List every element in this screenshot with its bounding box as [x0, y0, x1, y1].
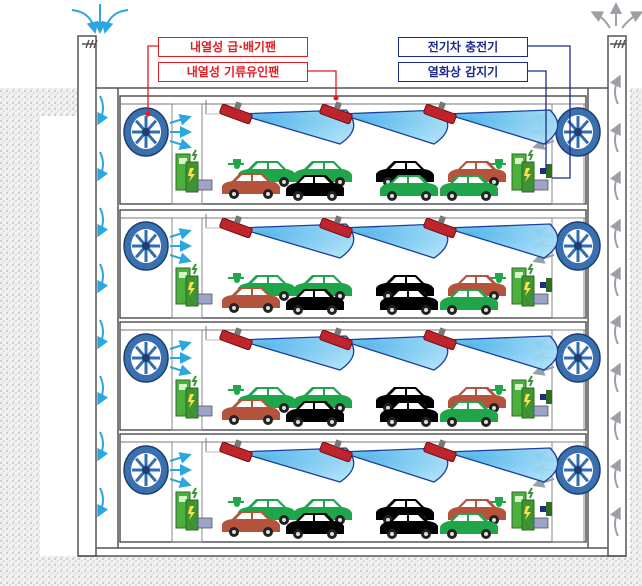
airflow-arrow-icon — [609, 506, 621, 537]
callout-leaders — [145, 45, 571, 179]
intake-vent — [82, 39, 98, 49]
jet-fan-icon — [423, 215, 457, 239]
airflow-cone — [445, 223, 559, 259]
airflow-arrow-icon — [97, 95, 109, 126]
ev-charger-icon — [511, 375, 549, 419]
airflow-arrow-icon — [97, 431, 109, 462]
airflow-arrow-icon — [609, 266, 621, 297]
floors — [119, 95, 601, 543]
jet-fan-icon — [423, 327, 457, 351]
airflow-arrow-icon — [609, 74, 621, 105]
ev-charger-icon — [511, 263, 549, 307]
plug-icon — [490, 273, 506, 283]
exhaust-fan-icon — [123, 333, 192, 383]
car-icon — [286, 513, 344, 539]
car-icon — [380, 289, 438, 315]
airflow-arrow-icon — [97, 263, 109, 294]
airflow-cone — [237, 335, 355, 371]
airflow-arrow-icon — [609, 410, 621, 441]
airflow-arrow-icon — [609, 170, 621, 201]
airflow-arrow-icon — [590, 2, 642, 29]
label-ev-charger: 전기차 충전기 — [398, 37, 528, 57]
airflow-cone — [445, 447, 559, 483]
airflow-cone — [445, 109, 559, 145]
floor-2 — [119, 209, 601, 319]
label-exhaust-fan: 내열성 급·배기팬 — [158, 37, 308, 57]
airflow-cone — [445, 335, 559, 371]
exhaust-vent — [610, 39, 626, 49]
jet-fan-icon — [319, 101, 353, 125]
ev-charger-icon — [175, 375, 213, 419]
ev-charger-icon — [511, 487, 549, 531]
jet-fan-icon — [219, 101, 253, 125]
exhaust-airflow — [609, 74, 621, 537]
car-icon — [222, 173, 280, 199]
plug-icon — [228, 497, 244, 507]
exhaust-fan-icon — [532, 221, 601, 271]
exhaust-fan-icon — [123, 221, 192, 271]
airflow-arrow-icon — [609, 314, 621, 345]
heat-sensor-icon — [540, 278, 552, 292]
floor-3 — [119, 321, 601, 431]
airflow-cone — [237, 447, 355, 483]
car-icon — [222, 287, 280, 313]
ev-charger-icon — [175, 487, 213, 531]
label-jet-fan: 내열성 기류유인팬 — [158, 62, 308, 82]
car-icon — [286, 289, 344, 315]
ev-charger-icon — [175, 263, 213, 307]
jet-fan-icon — [219, 215, 253, 239]
jet-fan-icon — [319, 215, 353, 239]
airflow-arrow-icon — [71, 4, 129, 34]
heat-sensor-icon — [540, 390, 552, 404]
airflow-arrow-icon — [97, 375, 109, 406]
airflow-cone — [237, 223, 355, 259]
jet-fan-icon — [219, 439, 253, 463]
exhaust-fan-icon — [123, 107, 192, 157]
plug-icon — [490, 385, 506, 395]
heat-sensor-icon — [540, 502, 552, 516]
label-heat-sensor: 열화상 감지기 — [398, 62, 528, 82]
car-icon — [440, 513, 498, 539]
airflow-arrow-icon — [609, 122, 621, 153]
floor-1 — [119, 95, 601, 205]
ground — [0, 88, 642, 586]
car-icon — [440, 289, 498, 315]
car-icon — [222, 511, 280, 537]
car-icon — [440, 175, 498, 201]
car-icon — [380, 175, 438, 201]
jet-fan-icon — [319, 439, 353, 463]
airflow-arrow-icon — [609, 218, 621, 249]
jet-fan-icon — [423, 101, 457, 125]
airflow-cone — [237, 109, 355, 145]
plug-icon — [228, 385, 244, 395]
plug-icon — [490, 159, 506, 169]
ev-charger-icon — [511, 149, 549, 193]
jet-fan-icon — [219, 327, 253, 351]
exhaust-fan-icon — [123, 445, 192, 495]
jet-fan-icon — [319, 327, 353, 351]
car-icon — [222, 399, 280, 425]
ev-charger-icon — [175, 149, 213, 193]
car-icon — [380, 401, 438, 427]
plug-icon — [228, 159, 244, 169]
airflow-arrow-icon — [97, 487, 109, 518]
airflow-arrow-icon — [609, 362, 621, 393]
car-icon — [380, 513, 438, 539]
airflow-arrow-icon — [97, 151, 109, 182]
heat-sensor-icon — [540, 164, 552, 178]
floor-4 — [119, 433, 601, 543]
car-icon — [286, 401, 344, 427]
car-icon — [286, 175, 344, 201]
airflow-arrow-icon — [609, 458, 621, 489]
intake-airflow — [97, 95, 109, 518]
car-icon — [440, 401, 498, 427]
airflow-arrow-icon — [97, 207, 109, 238]
plug-icon — [490, 497, 506, 507]
jet-fan-icon — [423, 439, 457, 463]
plug-icon — [228, 273, 244, 283]
airflow-arrow-icon — [97, 319, 109, 350]
